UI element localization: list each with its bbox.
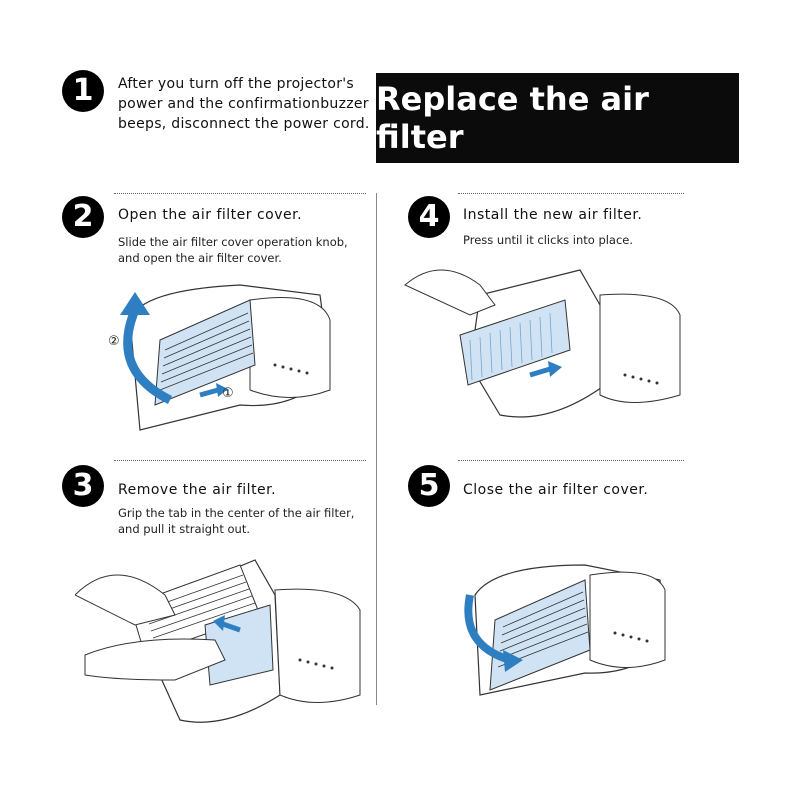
- step-3-subtitle: Grip the tab in the center of the air fi…: [118, 505, 363, 537]
- marker-2: ②: [108, 334, 120, 350]
- step-2-title: Open the air filter cover.: [118, 207, 302, 223]
- divider: [458, 193, 684, 194]
- step-2-subtitle: Slide the air filter cover operation kno…: [118, 234, 368, 266]
- step-4-subtitle: Press until it clicks into place.: [463, 232, 693, 248]
- remove-filter-illustration: [75, 555, 370, 735]
- step-1-number: 1: [62, 70, 104, 112]
- page-title: Replace the air filter: [376, 73, 739, 163]
- step-5-title: Close the air filter cover.: [463, 482, 648, 498]
- step-1-text: After you turn off the projector's power…: [118, 74, 378, 134]
- close-cover-illustration: [455, 555, 690, 715]
- step-4-number: 4: [408, 196, 450, 238]
- marker-1: ①: [222, 386, 234, 402]
- install-filter-illustration: [400, 255, 690, 445]
- step-4-title: Install the new air filter.: [463, 207, 642, 223]
- step-3-number: 3: [62, 465, 104, 507]
- divider: [114, 193, 366, 194]
- open-cover-illustration: [100, 280, 340, 440]
- divider: [114, 460, 366, 461]
- divider: [458, 460, 684, 461]
- step-3-title: Remove the air filter.: [118, 482, 276, 498]
- column-divider: [376, 193, 377, 705]
- step-2-number: 2: [62, 196, 104, 238]
- step-5-number: 5: [408, 465, 450, 507]
